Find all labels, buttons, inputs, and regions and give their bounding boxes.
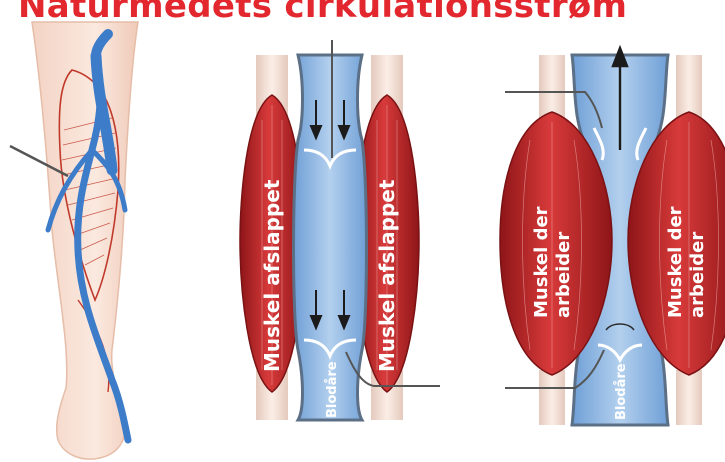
muscle-left-label: Muskel afslappet xyxy=(260,179,284,372)
tendon xyxy=(539,370,565,425)
tendon xyxy=(676,370,702,425)
muscle-right-label: Muskel afslappet xyxy=(375,179,399,372)
muscle-right-label-line1: Muskel der xyxy=(665,206,686,318)
muscle-left-label-line1: Muskel der xyxy=(531,206,552,318)
muscle-right-label-line2: arbeider xyxy=(687,232,708,318)
working-panel: Muskel der arbeider Muskel der arbeider … xyxy=(500,48,725,425)
leg-illustration xyxy=(10,22,138,459)
vessel-label: Blodåre xyxy=(614,363,629,420)
muscle-left-label-line2: arbeider xyxy=(553,232,574,318)
vessel-label: Blodåre xyxy=(325,361,340,418)
relaxed-panel: Muskel afslappet Muskel afslappet Blodår… xyxy=(240,40,440,420)
